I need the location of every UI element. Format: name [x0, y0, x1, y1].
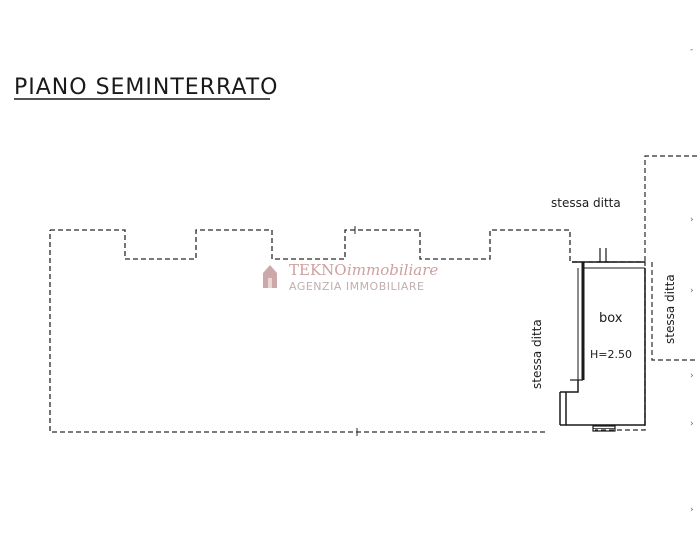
- adjacent-property-outline: [644, 155, 697, 361]
- margin-mark: ›: [690, 286, 694, 296]
- watermark-brand: TEKNO: [289, 261, 347, 279]
- box-walls: [559, 261, 646, 426]
- margin-mark: ›: [690, 371, 694, 381]
- watermark-brand-suffix: immobiliare: [347, 261, 438, 279]
- box-top-opening: [597, 248, 612, 263]
- house-logo-icon: [263, 265, 277, 288]
- label-box: box: [599, 311, 623, 326]
- margin-mark: ›: [690, 419, 694, 429]
- label-stessa-ditta-top: stessa ditta: [551, 196, 621, 210]
- label-stessa-ditta-left: stessa ditta: [530, 319, 544, 389]
- label-box-height: H=2.50: [590, 348, 632, 361]
- margin-mark: -: [690, 45, 693, 55]
- margin-mark: ›: [690, 215, 694, 225]
- label-stessa-ditta-right: stessa ditta: [663, 274, 677, 344]
- watermark-tagline: AGENZIA IMMOBILIARE: [289, 280, 425, 293]
- agency-watermark: TEKNO immobiliare AGENZIA IMMOBILIARE: [263, 261, 438, 293]
- plan-title: PIANO SEMINTERRATO: [14, 75, 278, 100]
- margin-mark: ›: [690, 505, 694, 515]
